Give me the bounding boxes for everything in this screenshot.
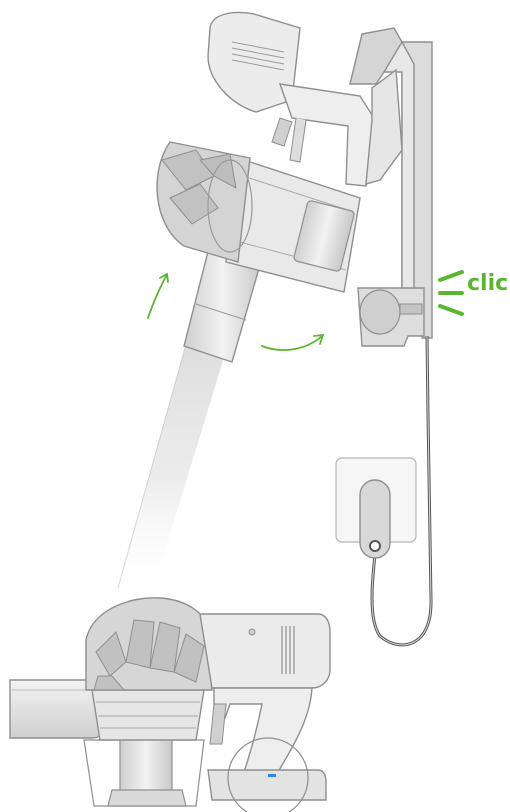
motor-head xyxy=(207,11,301,113)
wall-socket xyxy=(335,457,417,559)
clic-label: clic xyxy=(467,271,509,296)
motor-body xyxy=(199,613,331,689)
curved-arrow-icon xyxy=(261,335,323,351)
click-burst-icon xyxy=(438,270,464,316)
battery-led xyxy=(268,774,276,777)
curved-arrow-icon xyxy=(147,275,167,319)
bin-rings xyxy=(91,689,205,741)
vacuum-handheld xyxy=(9,597,331,812)
vacuum-docking xyxy=(117,11,403,600)
motion-arrows xyxy=(147,272,325,351)
highlight-circle xyxy=(227,737,309,812)
wall-dock xyxy=(357,41,433,647)
vacuum-battery xyxy=(349,27,403,85)
charger-plug xyxy=(359,479,391,559)
vacuum-wand xyxy=(118,330,228,600)
vacuum-battery xyxy=(207,769,327,801)
vacuum-handle xyxy=(213,687,313,773)
dock-connector xyxy=(359,289,401,335)
